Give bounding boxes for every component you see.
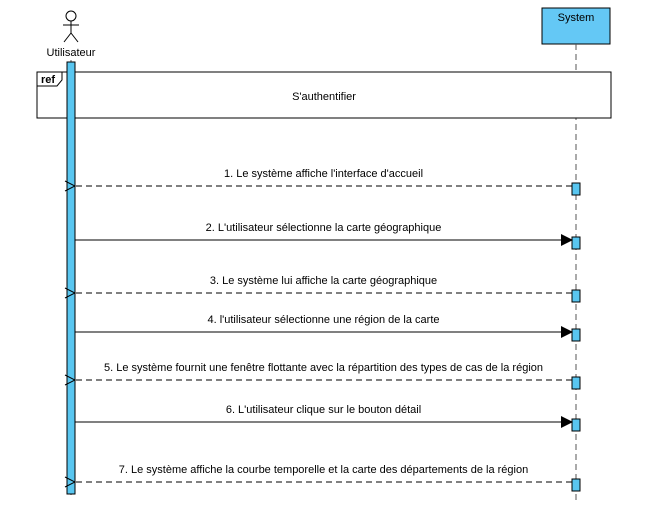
system-actor-box [541,7,611,45]
message-1: 1. Le système affiche l'interface d'accu… [75,168,581,196]
ref-frame: ref S'authentifier [36,71,612,119]
message-label: 2. L'utilisateur sélectionne la carte gé… [206,222,442,234]
message-label: 4. l'utilisateur sélectionne une région … [207,314,439,326]
actor-head-icon [65,10,77,22]
messages-layer: 1. Le système affiche l'interface d'accu… [75,168,581,492]
system-activation-box [571,328,581,342]
system-activation-box [571,236,581,250]
ref-frame-box [36,71,612,119]
message-label: 5. Le système fournit une fenêtre flotta… [104,362,543,374]
ref-frame-tag: ref [41,74,55,86]
user-actor-label: Utilisateur [47,47,96,59]
system-actor: System [541,7,611,45]
message-5: 5. Le système fournit une fenêtre flotta… [75,362,581,390]
message-3: 3. Le système lui affiche la carte géogr… [75,275,581,303]
message-label: 1. Le système affiche l'interface d'accu… [224,168,423,180]
message-label: 3. Le système lui affiche la carte géogr… [210,275,437,287]
actor-leg-left-icon [63,32,72,43]
actor-leg-right-icon [70,32,79,43]
user-activation-bar [66,61,76,495]
message-6: 6. L'utilisateur clique sur le bouton dé… [75,404,581,432]
system-activation-box [571,376,581,390]
message-label: 7. Le système affiche la courbe temporel… [119,464,528,476]
message-7: 7. Le système affiche la courbe temporel… [75,464,581,492]
system-actor-label: System [558,12,595,24]
ref-frame-tag-shape [36,71,63,87]
system-activation-box [571,289,581,303]
ref-frame-label: S'authentifier [292,91,356,103]
system-activation-box [571,418,581,432]
system-activation-box [571,478,581,492]
user-actor: Utilisateur [47,10,96,59]
message-4: 4. l'utilisateur sélectionne une région … [75,314,581,342]
message-label: 6. L'utilisateur clique sur le bouton dé… [226,404,421,416]
system-activation-box [571,182,581,196]
message-2: 2. L'utilisateur sélectionne la carte gé… [75,222,581,250]
